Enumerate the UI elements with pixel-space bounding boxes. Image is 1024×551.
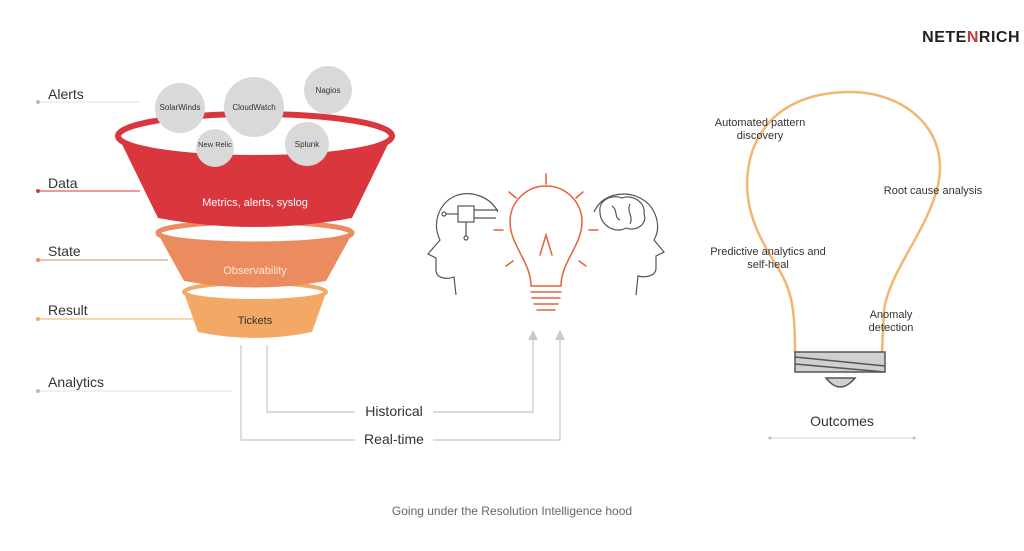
outcome-label-predictive: Predictive analytics and self-heal (710, 246, 826, 271)
ray-bottom-right (578, 260, 587, 267)
flow-label-realtime: Real-time (364, 431, 424, 447)
outcomes-bulb-base (794, 351, 886, 388)
tech-head-icon (427, 193, 499, 296)
outcomes-underline-dot-left (768, 436, 772, 440)
ray-bottom-left (505, 260, 514, 267)
level-dot-result (36, 317, 40, 321)
funnel-tickets-body (184, 293, 326, 338)
funnel-label-observability: Observability (223, 265, 287, 277)
arrow-historical (528, 330, 538, 340)
level-dot-analytics (36, 389, 40, 393)
idea-bulb-glass (509, 185, 583, 287)
arrow-realtime (555, 330, 565, 340)
figure-caption: Going under the Resolution Intelligence … (391, 504, 633, 518)
idea-bulb-filament (539, 232, 553, 256)
brain-head-outline (593, 193, 665, 296)
brand-logo-accent: N (966, 29, 979, 46)
source-label-newrelic: New Relic (198, 140, 232, 149)
circuit-node-1 (463, 235, 469, 241)
brand-logo-prefix: NETE (922, 29, 967, 46)
outcomes-title: Outcomes (810, 413, 874, 429)
source-label-nagios: Nagios (315, 86, 341, 95)
bubble-splunk (285, 122, 329, 166)
flow-line-realtime-right (433, 338, 561, 441)
source-label-splunk: Splunk (294, 140, 320, 149)
outcome-label-root-cause: Root cause analysis (883, 185, 983, 197)
brain-head-icon (593, 193, 665, 296)
bubble-newrelic (196, 129, 234, 167)
funnel-metrics-body (118, 136, 392, 227)
idea-bulb (493, 173, 599, 311)
funnel-tickets (182, 281, 328, 338)
brand-logo-suffix: RICH (978, 29, 1020, 46)
outcomes-underline-dot-right (912, 436, 916, 440)
flow-label-historical: Historical (365, 403, 423, 419)
ray-top-right (575, 191, 584, 199)
flow-lines (240, 330, 565, 441)
level-label-analytics: Analytics (48, 374, 105, 390)
level-label-result: Result (48, 302, 88, 318)
level-lines (36, 100, 232, 393)
source-label-solarwinds: SolarWinds (159, 103, 201, 112)
level-dot-state (36, 258, 40, 262)
bubble-nagios (304, 66, 352, 114)
ray-top-left (508, 191, 517, 199)
brain-folds (611, 203, 632, 225)
circuit-node-2 (441, 211, 447, 217)
level-label-data: Data (48, 175, 78, 191)
chip-icon (457, 205, 475, 223)
outcomes-bulb-tip (824, 377, 857, 388)
level-label-state: State (48, 243, 81, 259)
outcomes-bulb-thread-2 (794, 363, 886, 373)
flow-line-historical-left (266, 345, 355, 413)
tech-head-outline (427, 193, 499, 296)
bubble-cloudwatch (224, 77, 284, 137)
level-label-alerts: Alerts (48, 86, 84, 102)
outcomes-bulb-outline (745, 90, 942, 354)
funnel-label-metrics: Metrics, alerts, syslog (202, 197, 308, 209)
outcomes-bulb (745, 90, 942, 354)
level-dot-alerts (36, 100, 40, 104)
bubble-solarwinds (155, 83, 205, 133)
outcome-label-pattern-discovery: Automated pattern discovery (714, 117, 806, 142)
funnel-label-tickets: Tickets (237, 315, 273, 327)
source-bubbles (155, 66, 352, 167)
brand-logo: NETENRICH (922, 29, 1020, 47)
flow-line-realtime-left (240, 345, 355, 441)
outcome-label-anomaly: Anomaly detection (868, 309, 914, 334)
flow-line-historical-right (433, 338, 534, 413)
brain-icon (599, 196, 646, 231)
level-dot-data (36, 189, 40, 193)
funnel-observability (155, 219, 355, 288)
source-label-cloudwatch: CloudWatch (232, 103, 276, 112)
outcomes-bulb-thread-1 (794, 356, 886, 367)
funnel-observability-body (158, 234, 352, 288)
